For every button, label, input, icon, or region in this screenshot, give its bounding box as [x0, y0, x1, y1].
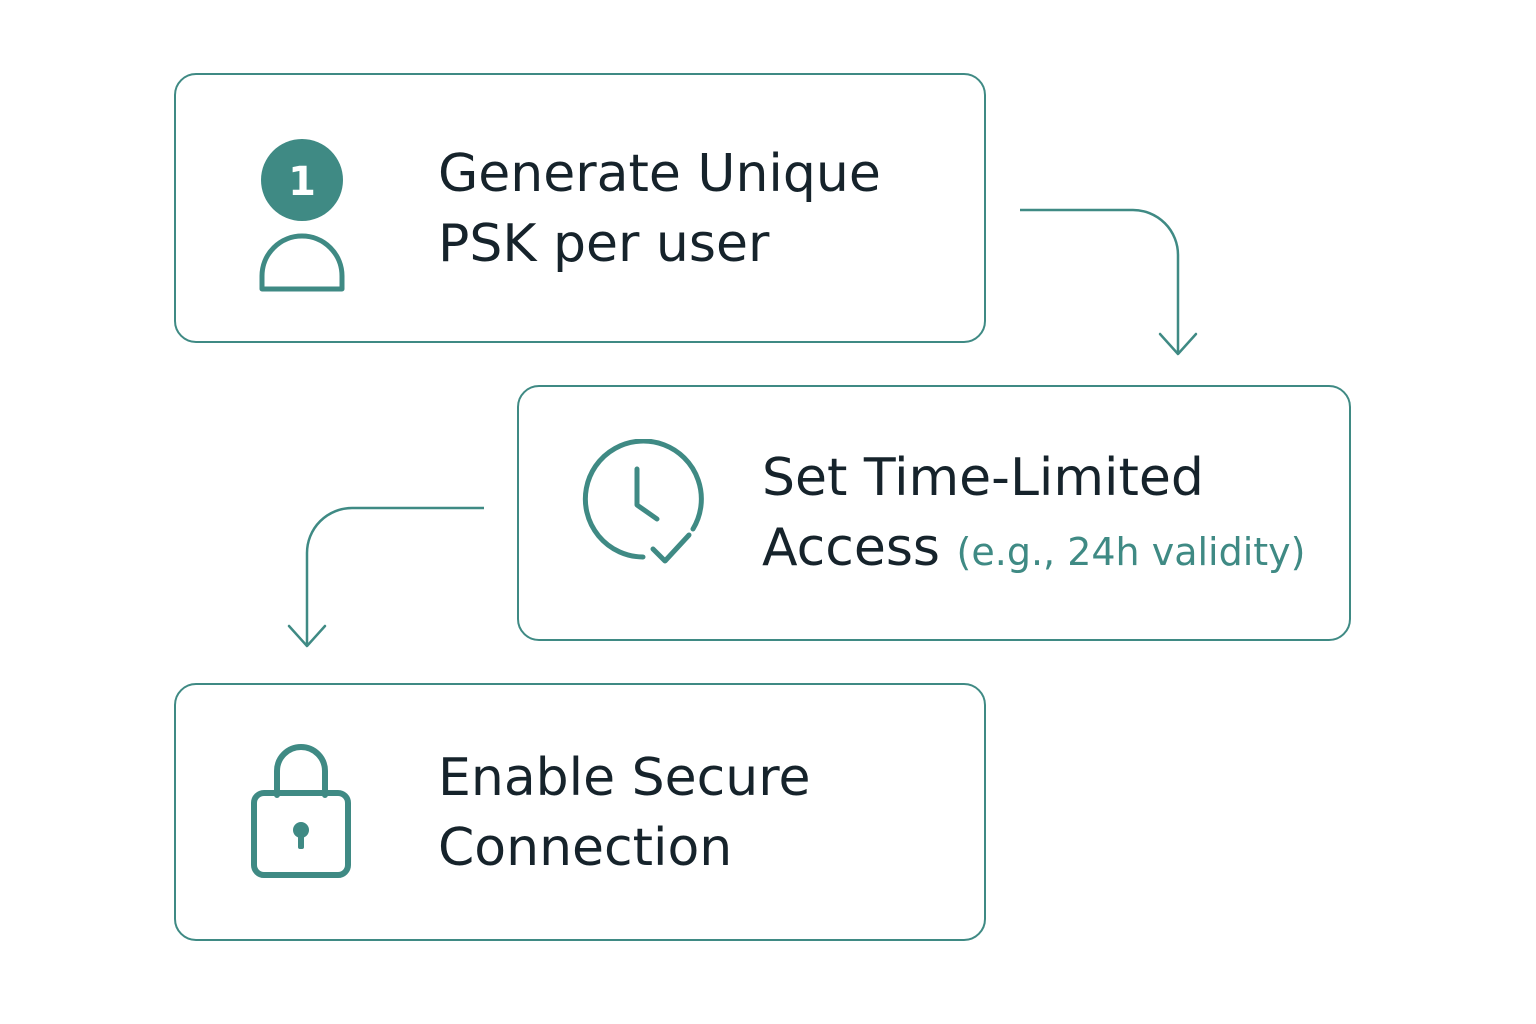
step-3-line1: Enable Secure [438, 748, 811, 808]
step-card-secure-connection: Enable Secure Connection [174, 683, 986, 941]
connector-arrow-2-to-3 [305, 506, 484, 644]
step-2-line2-wrap: Access (e.g., 24h validity) [762, 513, 1306, 587]
user-body-shape [259, 233, 345, 292]
step-number-text: 1 [288, 159, 316, 205]
step-3-line2: Connection [438, 818, 733, 878]
check-mark [650, 532, 692, 564]
step-3-label: Enable Secure Connection [438, 743, 810, 883]
step-2-label: Set Time-Limited Access (e.g., 24h valid… [762, 443, 1306, 587]
clock-hands [634, 466, 660, 522]
padlock-icon [250, 741, 358, 881]
step-2-line2: Access [762, 518, 941, 578]
step-card-generate-psk: 1 Generate Unique PSK per user [174, 73, 986, 343]
step-1-label: Generate Unique PSK per user [438, 139, 881, 279]
arrowhead-1-to-2 [1158, 332, 1198, 356]
clock-circle [582, 438, 704, 560]
step-2-line1: Set Time-Limited [762, 448, 1204, 508]
step-card-time-limited: Set Time-Limited Access (e.g., 24h valid… [517, 385, 1351, 641]
connector-arrow-1-to-2 [1020, 208, 1180, 352]
padlock-keyhole [293, 822, 309, 838]
step-1-line2: PSK per user [438, 214, 770, 274]
step-2-note: (e.g., 24h validity) [956, 530, 1306, 574]
padlock-keyhole-slot [298, 833, 304, 849]
padlock-shackle [274, 744, 328, 798]
step-1-line1: Generate Unique [438, 144, 881, 204]
step-number-badge [261, 139, 343, 221]
user-icon: 1 [256, 139, 356, 299]
padlock-body [251, 790, 351, 878]
arrowhead-2-to-3 [287, 624, 327, 648]
clock-check-icon [575, 438, 707, 579]
